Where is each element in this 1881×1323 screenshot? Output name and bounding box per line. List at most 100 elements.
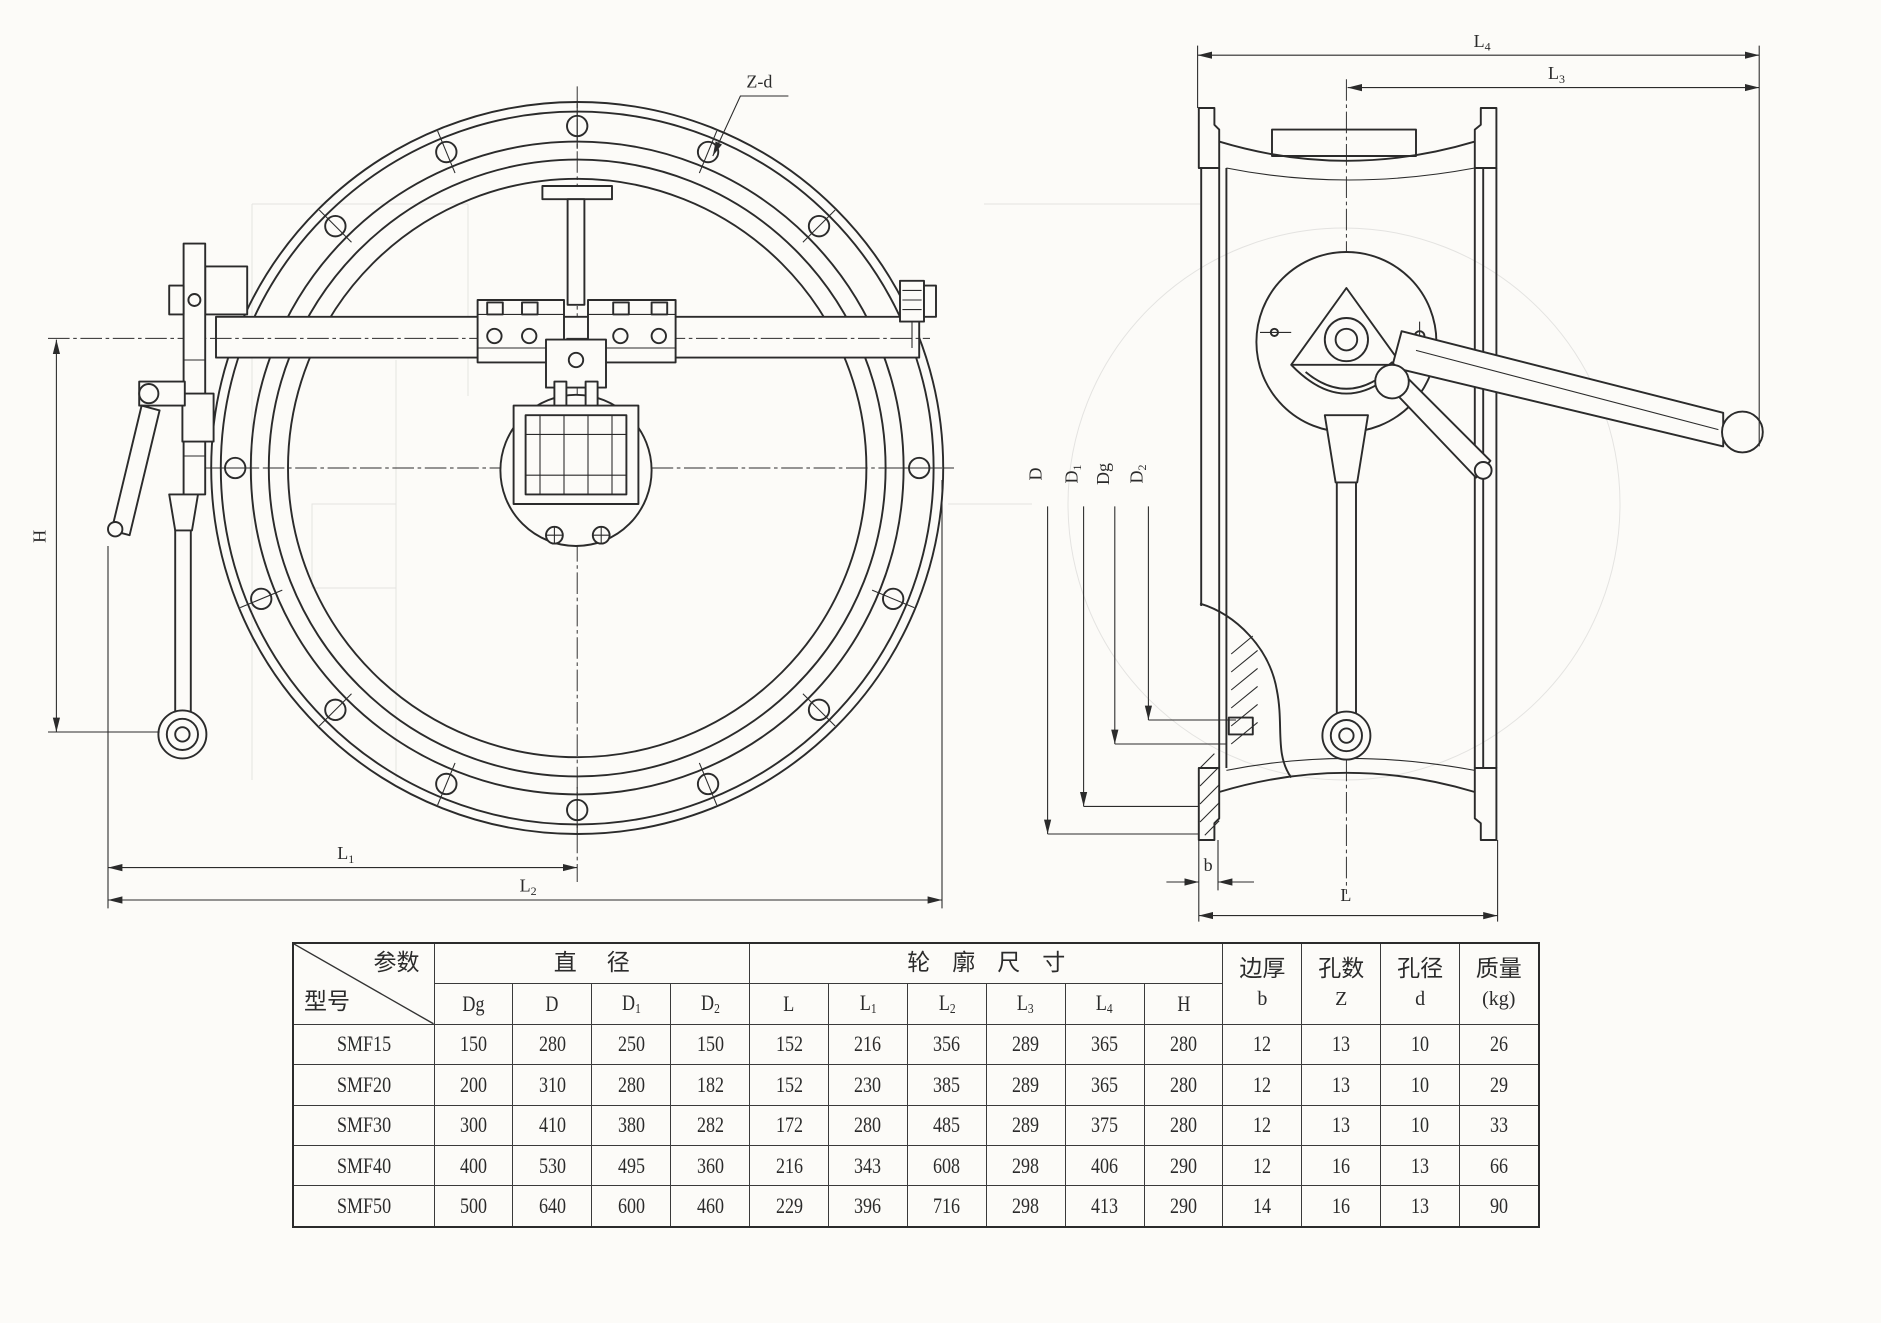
value-cell: 413 [1064,1185,1145,1228]
cell-value: 289 [1012,1112,1040,1138]
value-cell: 289 [985,1023,1066,1066]
bolt-hole [882,587,905,611]
cell-value: 13 [1332,1112,1351,1138]
value-cell: 356 [906,1023,987,1066]
column-header-extra: 边厚 b [1222,942,1303,1025]
cell-value: 280 [1169,1112,1197,1138]
section-hatching [1199,635,1258,836]
cell-value: 13 [1411,1193,1430,1219]
bolt-hole-centerline [437,762,456,806]
column-header-extra: 质量(kg) [1459,942,1539,1025]
value-cell: 216 [749,1144,829,1187]
column-symbol: L [783,991,795,1017]
bolt-hole-centerline [437,130,456,174]
value-cell: 300 [433,1104,514,1146]
value-cell: 280 [1143,1064,1224,1106]
dim-label-b: b [1204,855,1213,875]
value-cell: 13 [1301,1023,1382,1066]
side-view: L4 L3 D D1 Dg D2 b L [1026,31,1764,922]
value-cell: 14 [1222,1185,1303,1228]
column-symbol: b [1257,988,1268,1011]
flange-left-bottom [1197,767,1221,841]
cell-value: 310 [538,1071,566,1097]
cell-value: 16 [1332,1193,1351,1219]
value-cell: 280 [512,1023,593,1066]
cell-value: 716 [933,1193,961,1219]
dim-label-L: L [1340,885,1351,905]
value-cell: 280 [1143,1023,1224,1066]
value-cell: 280 [827,1104,908,1146]
counterweight-ball-side [1321,710,1372,761]
value-cell: 16 [1301,1185,1382,1228]
dim-label-Dg: Dg [1093,463,1113,485]
value-cell: 12 [1222,1104,1303,1146]
value-cell: 365 [1064,1023,1145,1066]
cell-value: 229 [775,1193,803,1219]
value-cell: 400 [433,1144,514,1187]
cell-value: 216 [775,1152,803,1178]
cell-value: 280 [538,1031,566,1057]
column-header-text: L2 [938,991,956,1017]
cell-value: 250 [617,1031,645,1057]
cell-value: 400 [459,1152,487,1178]
bolt-hole [435,140,458,164]
column-header-text: L4 [1096,991,1113,1017]
value-cell: 200 [433,1064,514,1106]
cell-value: 26 [1489,1031,1508,1057]
value-cell: 396 [827,1185,908,1228]
value-cell: 365 [1064,1064,1145,1106]
value-cell: 172 [749,1104,829,1146]
cell-value: 10 [1411,1112,1430,1138]
value-cell: 26 [1459,1023,1539,1066]
cell-value: 300 [459,1112,487,1138]
value-cell: 12 [1222,1064,1303,1106]
flange-right-bottom [1473,767,1498,841]
column-title: 边厚 [1239,956,1286,983]
value-cell: 229 [749,1185,829,1228]
column-symbol: D [700,989,714,1015]
cell-value: 608 [933,1152,961,1178]
cell-value: 385 [933,1071,961,1097]
cell-value: 282 [696,1112,724,1138]
bolt-hole-centerline [698,762,718,806]
column-header: L4 [1064,983,1145,1025]
column-symbol: (kg) [1482,988,1516,1011]
model-name: SMF50 [336,1193,391,1219]
value-cell: 29 [1459,1064,1539,1106]
cell-value: 375 [1091,1112,1119,1138]
counterweight-rod [174,529,192,714]
hand-lever [110,404,161,537]
cell-value: 12 [1253,1031,1272,1057]
value-cell: 13 [1301,1104,1382,1146]
cell-value: 172 [775,1112,803,1138]
counterweight-rod-side [1335,481,1357,719]
value-cell: 13 [1301,1064,1382,1106]
value-cell: 10 [1380,1104,1461,1146]
column-symbol: Dg [462,991,485,1017]
value-cell: 530 [512,1144,593,1187]
value-cell: 150 [433,1023,514,1066]
value-cell: 495 [591,1144,672,1187]
cam [1374,363,1410,400]
value-cell: 66 [1459,1144,1539,1187]
disc-linkage [512,338,640,505]
cell-value: 200 [459,1071,487,1097]
bolt-hole [324,215,347,238]
value-cell: 290 [1143,1185,1224,1228]
cell-value: 298 [1012,1193,1040,1219]
handle-end-ring [1721,410,1764,454]
value-cell: 13 [1380,1144,1461,1187]
column-header-text: L3 [1017,991,1034,1017]
holes-callout-label: Z-d [746,72,772,92]
column-symbol: D [621,989,635,1015]
cell-value: 280 [1169,1071,1197,1097]
cell-value: 13 [1332,1031,1351,1057]
cell-value: 600 [617,1193,645,1219]
column-subscript: 2 [949,1001,956,1017]
value-cell: 310 [512,1064,593,1106]
value-cell: 12 [1222,1144,1303,1187]
